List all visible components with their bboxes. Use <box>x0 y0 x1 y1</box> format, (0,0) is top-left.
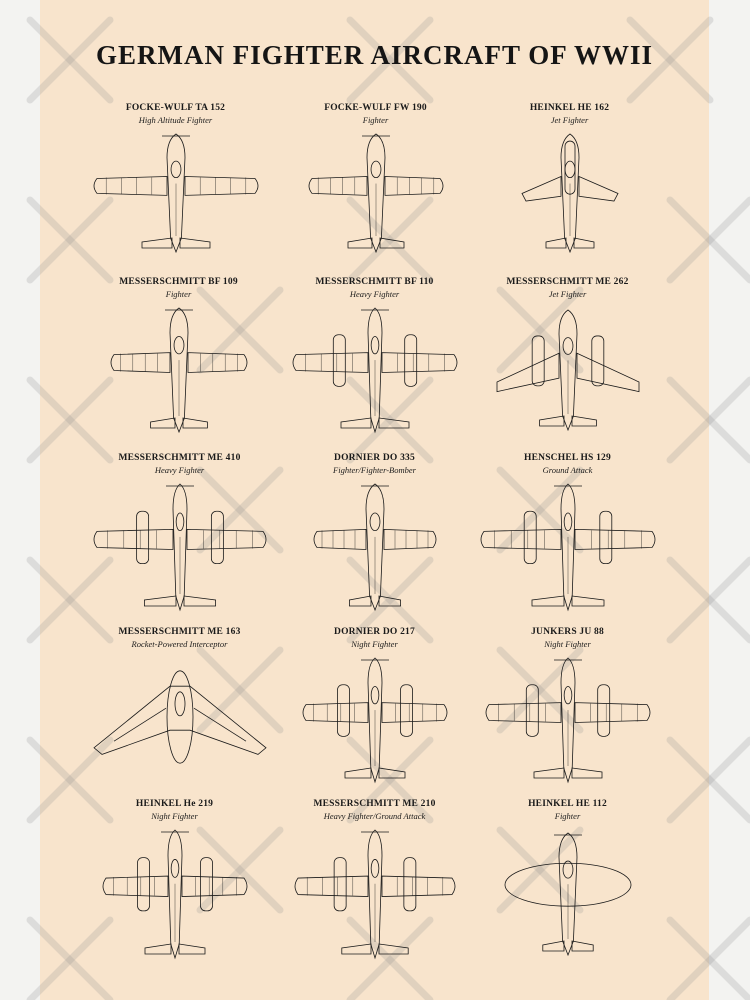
aircraft-name: MESSERSCHMITT ME 410 <box>118 453 241 463</box>
aircraft-role: Fighter <box>554 811 581 821</box>
aircraft-drawing <box>496 309 639 432</box>
aircraft-name: FOCKE-WULF TA 152 <box>125 103 226 113</box>
aircraft-card: MESSERSCHMITT ME 410 Heavy Fighter <box>68 452 291 614</box>
aircraft-drawing <box>292 307 457 434</box>
aircraft-card: MESSERSCHMITT ME 163 Rocket-Powered Inte… <box>68 626 291 780</box>
aircraft-role: Ground Attack <box>542 465 593 475</box>
aircraft-drawing <box>93 483 266 612</box>
aircraft-role: Night Fighter <box>351 639 398 649</box>
aircraft-card: DORNIER DO 335 Fighter/Fighter-Bomber <box>263 452 486 614</box>
aircraft-name: MESSERSCHMITT ME 163 <box>118 627 241 637</box>
aircraft-name: JUNKERS JU 88 <box>531 627 604 637</box>
aircraft-card: FOCKE-WULF TA 152 High Altitude Fighter <box>64 102 287 256</box>
aircraft-card: MESSERSCHMITT ME 262 Jet Fighter <box>456 276 679 436</box>
aircraft-name: HEINKEL He 219 <box>135 799 214 809</box>
aircraft-role: Heavy Fighter/Ground Attack <box>323 811 426 821</box>
aircraft-drawing <box>302 657 447 784</box>
aircraft-card: FOCKE-WULF FW 190 Fighter <box>264 102 487 256</box>
aircraft-name: HEINKEL HE 162 <box>529 103 610 113</box>
aircraft-name: DORNIER DO 217 <box>334 627 415 637</box>
aircraft-card: HENSCHEL HS 129 Ground Attack <box>456 452 679 614</box>
aircraft-drawing <box>294 829 455 960</box>
aircraft-drawing <box>110 307 247 434</box>
aircraft-drawing <box>102 829 247 960</box>
aircraft-name: DORNIER DO 335 <box>334 453 415 463</box>
aircraft-role: Jet Fighter <box>550 115 589 125</box>
aircraft-name: FOCKE-WULF FW 190 <box>324 103 427 113</box>
aircraft-role: Night Fighter <box>151 811 198 821</box>
aircraft-name: MESSERSCHMITT ME 262 <box>506 277 629 287</box>
aircraft-card: MESSERSCHMITT BF 110 Heavy Fighter <box>263 276 486 436</box>
aircraft-card: DORNIER DO 217 Night Fighter <box>263 626 486 786</box>
aircraft-card: HEINKEL HE 112 Fighter <box>456 798 679 962</box>
aircraft-card: HEINKEL He 219 Night Fighter <box>63 798 286 962</box>
aircraft-card: MESSERSCHMITT ME 210 Heavy Fighter/Groun… <box>263 798 486 962</box>
aircraft-role: Heavy Fighter <box>349 289 400 299</box>
aircraft-role: Fighter <box>165 289 192 299</box>
aircraft-drawing <box>93 133 258 254</box>
aircraft-role: High Altitude Fighter <box>138 115 213 125</box>
poster <box>40 0 709 1000</box>
aircraft-role: Fighter/Fighter-Bomber <box>333 465 416 475</box>
aircraft-name: MESSERSCHMITT ME 210 <box>313 799 436 809</box>
aircraft-drawing <box>308 133 443 254</box>
aircraft-role: Heavy Fighter <box>154 465 205 475</box>
aircraft-role: Jet Fighter <box>548 289 587 299</box>
aircraft-drawing <box>313 483 436 612</box>
aircraft-drawing <box>485 657 650 784</box>
aircraft-name: HENSCHEL HS 129 <box>524 453 611 463</box>
aircraft-role: Fighter <box>362 115 389 125</box>
aircraft-name: MESSERSCHMITT BF 110 <box>315 277 434 287</box>
aircraft-role: Night Fighter <box>544 639 591 649</box>
aircraft-drawing <box>504 832 631 957</box>
aircraft-name: MESSERSCHMITT BF 109 <box>119 277 238 287</box>
aircraft-drawing <box>92 670 267 764</box>
aircraft-card: JUNKERS JU 88 Night Fighter <box>456 626 679 786</box>
aircraft-card: MESSERSCHMITT BF 109 Fighter <box>67 276 290 436</box>
aircraft-drawing <box>520 133 619 254</box>
aircraft-role: Rocket-Powered Interceptor <box>131 639 228 649</box>
aircraft-card: HEINKEL HE 162 Jet Fighter <box>458 102 681 256</box>
aircraft-drawing <box>480 483 655 612</box>
poster-title: GERMAN FIGHTER AIRCRAFT OF WWII <box>95 40 654 70</box>
aircraft-name: HEINKEL HE 112 <box>528 799 607 809</box>
